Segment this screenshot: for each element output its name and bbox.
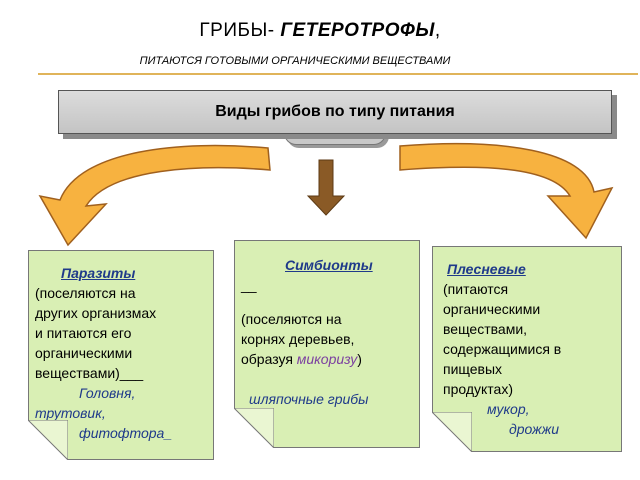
molds-line-3: веществами, bbox=[443, 321, 528, 337]
page-subtitle: ПИТАЮТСЯ ГОТОВЫМИ ОРГАНИЧЕСКИМИ ВЕЩЕСТВА… bbox=[139, 55, 451, 67]
parasites-example-3: фитофтора_ bbox=[79, 425, 173, 441]
parasites-line-3: и питаются его bbox=[35, 325, 132, 341]
parasites-line-5: веществами)___ bbox=[35, 365, 144, 381]
symbionts-line-3-post: ) bbox=[357, 351, 362, 367]
title-divider bbox=[38, 73, 638, 75]
header-label: Виды грибов по типу питания bbox=[215, 103, 455, 120]
page-title: ГРИБЫ- ГЕТЕРОТРОФЫ, bbox=[0, 20, 640, 42]
title-heterotrophs: ГЕТЕРОТРОФЫ bbox=[280, 20, 435, 41]
symbionts-example-1: шляпочные грибы bbox=[249, 391, 369, 407]
parasites-line-4: органическими bbox=[35, 345, 133, 361]
symbionts-line-3: образуя микоризу) bbox=[241, 349, 413, 369]
molds-line-4: содержащимися в bbox=[443, 341, 562, 357]
molds-heading: Плесневые bbox=[447, 261, 526, 277]
molds-example-2: дрожжи bbox=[509, 421, 560, 437]
mycorrhiza-term: микоризу bbox=[296, 351, 358, 367]
molds-line-2: органическими bbox=[443, 301, 541, 317]
molds-line-5: пищевых bbox=[443, 361, 503, 377]
symbionts-line-2: корнях деревьев, bbox=[241, 331, 355, 347]
parasites-example-2: трутовик, bbox=[35, 405, 106, 421]
symbionts-dash: __ bbox=[241, 277, 257, 293]
molds-line-1: (питаются bbox=[443, 281, 509, 297]
right-curved-arrow bbox=[399, 142, 614, 240]
title-suffix: , bbox=[434, 20, 441, 41]
title-prefix: ГРИБЫ- bbox=[199, 20, 281, 41]
parasites-line-2: других организмах bbox=[35, 305, 157, 321]
molds-fold bbox=[432, 412, 472, 452]
symbionts-heading: Симбионты bbox=[285, 257, 373, 273]
header-box: Виды грибов по типу питания bbox=[58, 90, 612, 134]
molds-example-1: мукор, bbox=[487, 401, 530, 417]
parasites-fold bbox=[28, 420, 68, 460]
symbionts-fold bbox=[234, 408, 274, 448]
molds-line-6: продуктах) bbox=[443, 381, 513, 397]
left-curved-arrow bbox=[38, 144, 271, 247]
card-molds: Плесневые (питаются органическими вещест… bbox=[432, 246, 622, 452]
parasites-line-1: (поселяются на bbox=[35, 285, 136, 301]
parasites-example-1: Головня, bbox=[79, 385, 136, 401]
symbionts-line-3-pre: образуя bbox=[241, 351, 297, 367]
down-arrow bbox=[306, 159, 346, 216]
symbionts-line-1: (поселяются на bbox=[241, 311, 342, 327]
parasites-heading: Паразиты bbox=[61, 265, 136, 281]
